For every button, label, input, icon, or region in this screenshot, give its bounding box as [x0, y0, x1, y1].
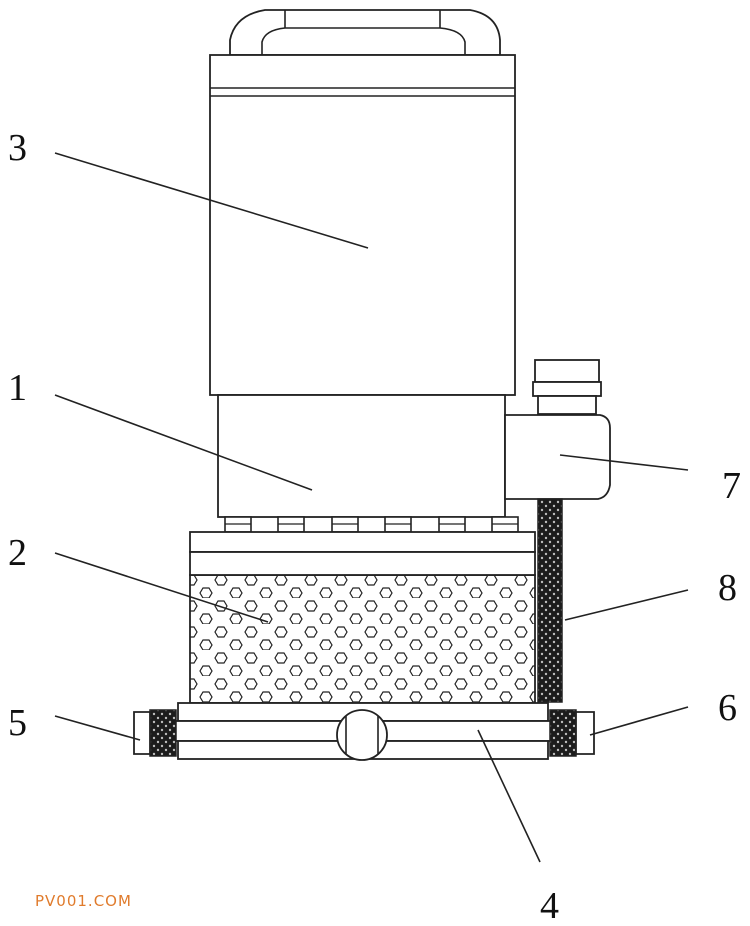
callout-label-4: 4 [540, 885, 559, 926]
watermark: PV001.COM [35, 892, 132, 910]
leader-line-2 [54, 552, 269, 623]
callout-label-2: 2 [8, 532, 27, 574]
outlet-pipe [504, 359, 611, 500]
leader-line-5 [54, 715, 141, 741]
callout-label-3: 3 [8, 127, 27, 169]
pump-body [217, 394, 506, 518]
leader-line-7 [559, 454, 689, 471]
leader-line-8 [564, 589, 689, 621]
leader-line-4 [477, 729, 541, 863]
bolt-row-top [224, 516, 519, 533]
callout-label-8: 8 [718, 567, 737, 609]
motor-housing [209, 54, 516, 396]
callout-label-7: 7 [722, 465, 741, 507]
callout-label-1: 1 [8, 367, 27, 409]
leader-line-3 [54, 152, 369, 249]
callout-label-5: 5 [8, 702, 27, 744]
top-handle [229, 9, 501, 56]
flange-plate [189, 531, 536, 553]
leader-line-6 [589, 706, 689, 736]
right-bumper [549, 709, 595, 757]
callout-label-6: 6 [718, 687, 737, 729]
base-ring [154, 702, 571, 761]
cable-strip [537, 498, 563, 703]
leader-line-1 [54, 394, 313, 491]
left-bumper [133, 709, 177, 757]
leader-lines [54, 152, 689, 863]
filter-screen [189, 551, 536, 704]
